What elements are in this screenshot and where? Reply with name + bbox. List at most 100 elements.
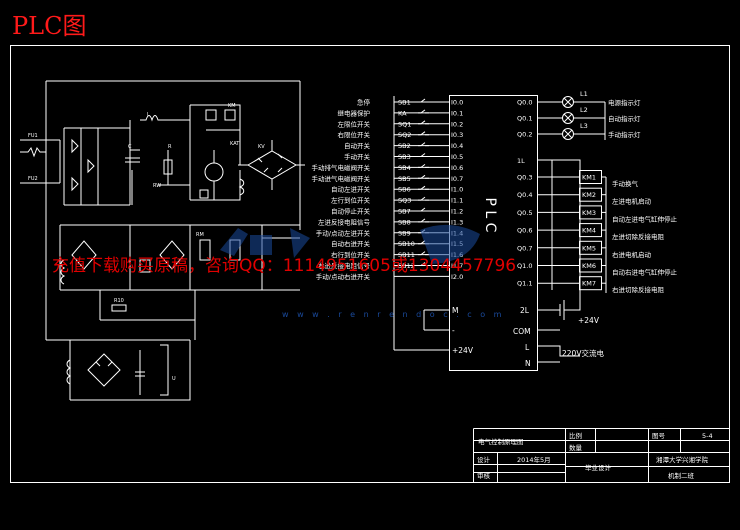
input-address: I1.0 xyxy=(451,186,463,194)
watermark: 充值下载购买原稿，咨询QQ：1114951605或1304457796 w w … xyxy=(52,224,516,319)
relay-id: KM1 xyxy=(582,174,596,182)
input-label: 自动右进开关 xyxy=(331,239,371,248)
input-label: 右进反接电阻信号 xyxy=(318,261,371,270)
svg-text:RW: RW xyxy=(153,183,161,189)
svg-text:COM: COM xyxy=(513,327,531,336)
lamp-label: 手动指示灯 xyxy=(608,130,641,139)
input-address: I0.6 xyxy=(451,164,463,172)
svg-text:KM: KM xyxy=(228,103,236,109)
input-label: 右行到位开关 xyxy=(331,250,371,259)
output-address: Q0.7 xyxy=(517,244,532,252)
input-label: 右限位开关 xyxy=(338,130,371,139)
drawing-frame xyxy=(10,45,730,483)
output-address: Q0.1 xyxy=(517,115,532,123)
input-address: I0.1 xyxy=(451,109,463,117)
svg-text:R: R xyxy=(168,144,172,150)
input-address: I0.2 xyxy=(451,120,463,128)
svg-text:+24V: +24V xyxy=(578,316,600,325)
lamp-name: L2 xyxy=(580,106,588,114)
input-address: I0.7 xyxy=(451,175,463,183)
output-address: Q0.0 xyxy=(517,99,532,107)
svg-text:U: U xyxy=(172,376,176,382)
output-address: Q0.6 xyxy=(517,227,532,235)
plc-lamp-row: Q0.2 L3 手动指示灯 xyxy=(517,122,641,140)
svg-text:毕业设计: 毕业设计 xyxy=(585,463,612,472)
svg-text:设计: 设计 xyxy=(477,455,491,464)
svg-text:C: C xyxy=(128,144,132,150)
input-label: 手动进气电磁阀开关 xyxy=(312,174,371,183)
input-label: 自动左进开关 xyxy=(331,185,371,194)
input-label: 手动/点动左进开关 xyxy=(316,228,371,237)
output-address: Q1.1 xyxy=(517,280,532,288)
watermark-text: 充值下载购买原稿，咨询QQ：1114951605或1304457796 xyxy=(52,256,516,276)
input-address: I0.4 xyxy=(451,142,463,150)
left-circuit-labels: FU1 FU2 L RW KM KAT KV R RM C R10 U xyxy=(28,103,265,382)
output-address: Q0.5 xyxy=(517,209,532,217)
svg-text:审核: 审核 xyxy=(477,471,491,480)
svg-text:2L: 2L xyxy=(520,306,530,315)
output-address: Q0.3 xyxy=(517,174,532,182)
relay-label: 左进切除反接电阻 xyxy=(612,232,665,241)
output-address: Q0.2 xyxy=(517,131,532,139)
input-address: I0.0 xyxy=(451,99,463,107)
svg-text:数量: 数量 xyxy=(569,443,583,452)
input-address: I1.1 xyxy=(451,197,463,205)
plc-bottom-right-terminals: 2L COM L N +24V 220V交流电 xyxy=(513,159,604,368)
lamp-label: 自动指示灯 xyxy=(608,114,641,123)
input-address: I1.3 xyxy=(451,218,463,226)
svg-text:L: L xyxy=(525,343,530,352)
input-label: 自动开关 xyxy=(344,141,371,150)
plc-lamp-row: Q0.1 L2 自动指示灯 xyxy=(517,106,641,124)
lamp-name: L3 xyxy=(580,122,588,130)
relay-id: KM7 xyxy=(582,280,596,288)
input-label: 左限位开关 xyxy=(338,119,371,128)
svg-text:R10: R10 xyxy=(114,298,124,304)
input-address: I1.7 xyxy=(451,262,463,270)
relay-label: 右进切除反接电阻 xyxy=(612,285,665,294)
svg-text:比例: 比例 xyxy=(569,431,582,440)
input-label: 自动停止开关 xyxy=(331,207,371,216)
drawing-number: 5-4 xyxy=(702,432,713,440)
svg-text:KAT: KAT xyxy=(230,141,240,147)
svg-text:FU1: FU1 xyxy=(28,133,38,139)
svg-text:-: - xyxy=(452,326,455,335)
input-address: I2.0 xyxy=(451,273,463,281)
relay-id: KM2 xyxy=(582,191,596,199)
output-common-1l: 1L xyxy=(517,157,525,165)
input-label: 手动开关 xyxy=(344,152,371,161)
design-date: 2014年5月 xyxy=(517,455,551,464)
svg-text:图号: 图号 xyxy=(652,432,666,440)
title-block: 电气控制原理图 比例 数量 图号 5-4 设计 2014年5月 毕业设计 审核 … xyxy=(473,428,730,482)
lamp-label: 电源指示灯 xyxy=(608,98,641,107)
input-label: 左行到位开关 xyxy=(331,196,371,205)
svg-text:RM: RM xyxy=(196,232,204,238)
output-address: Q1.0 xyxy=(517,262,532,270)
svg-text:KV: KV xyxy=(258,144,265,150)
svg-text:N: N xyxy=(525,359,531,368)
drawing-name: 电气控制原理图 xyxy=(478,437,524,446)
input-label: 急停 xyxy=(357,98,371,107)
class-name: 机制二班 xyxy=(668,471,695,480)
plc-block-label: P L C xyxy=(482,198,498,233)
output-address: Q0.4 xyxy=(517,191,532,199)
page-title: PLC图 xyxy=(12,12,86,40)
